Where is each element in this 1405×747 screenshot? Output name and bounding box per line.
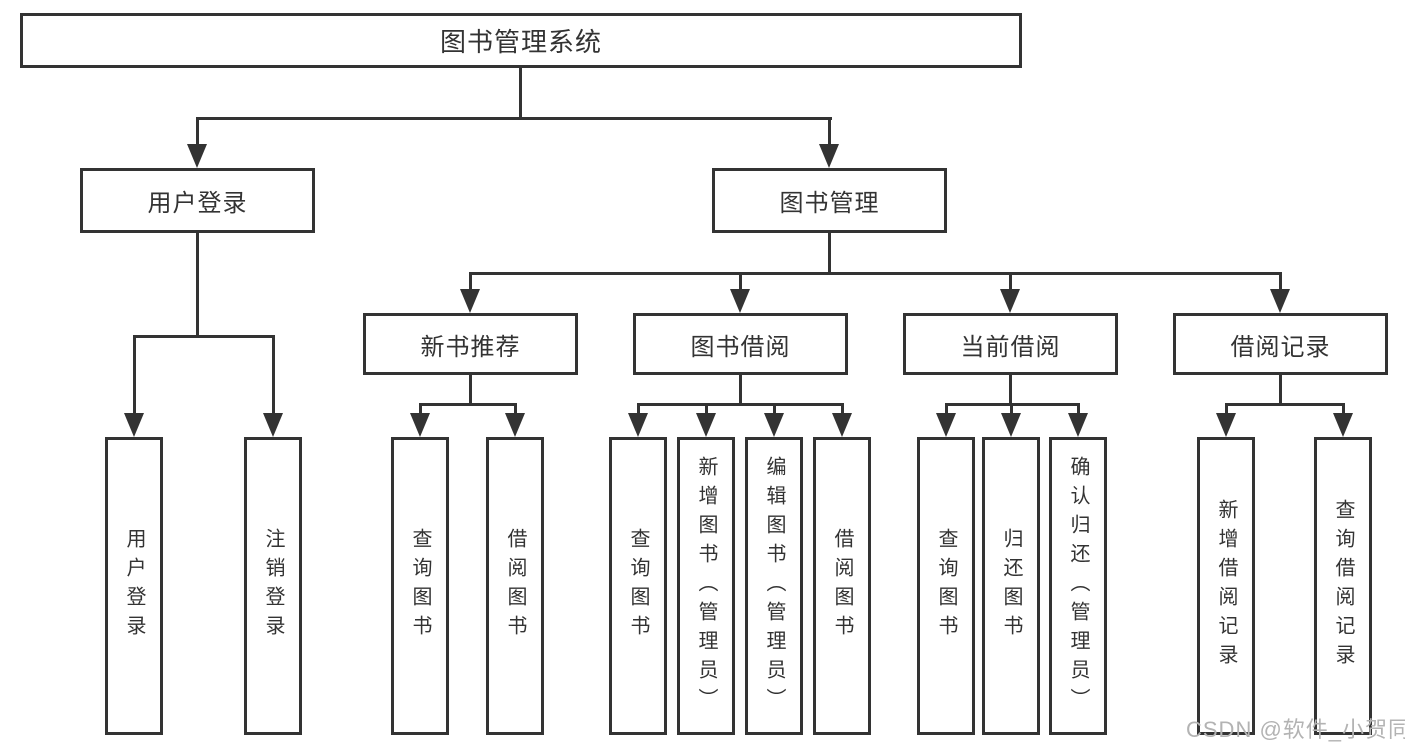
leaf-current-confirm-return-admin-label: 确认归还（管理员） [1067, 455, 1089, 717]
arrowhead-book-management [819, 144, 839, 168]
connector-drop-recommend-query [419, 403, 422, 417]
node-borrowing-records: 借阅记录 [1173, 313, 1388, 375]
connector-drop-book-management [828, 117, 831, 147]
leaf-borrowing-borrow-books-label: 借阅图书 [831, 528, 853, 644]
connector-drop-records [1279, 272, 1282, 294]
arrowhead-leaf-user-login [124, 413, 144, 437]
leaf-borrowing-edit-books-admin: 编辑图书（管理员） [745, 437, 803, 735]
arrowhead-borrowing [730, 289, 750, 313]
connector-drop-borrowing-edit [773, 403, 776, 417]
connector-user-login-stem [196, 233, 199, 338]
node-book-borrowing-label: 图书借阅 [690, 333, 791, 361]
leaf-logout: 注销登录 [244, 437, 302, 735]
leaf-recommend-borrow-books-label: 借阅图书 [504, 528, 526, 644]
leaf-current-query-books-label: 查询图书 [935, 528, 957, 644]
connector-drop-recommend-borrow [514, 403, 517, 417]
connector-drop-borrowing [739, 272, 742, 294]
leaf-borrowing-borrow-books: 借阅图书 [813, 437, 871, 735]
node-new-book-recommendation-label: 新书推荐 [420, 333, 521, 361]
connector-root-hbar [196, 117, 832, 120]
connector-drop-borrowing-borrow [841, 403, 844, 417]
connector-recommend-hbar [419, 403, 517, 406]
connector-root-stem [519, 68, 522, 119]
connector-drop-records-query [1342, 403, 1345, 417]
connector-drop-borrowing-add [705, 403, 708, 417]
connector-drop-user-login [196, 117, 199, 147]
leaf-recommend-borrow-books: 借阅图书 [486, 437, 544, 735]
arrowhead-borrowing-add [696, 413, 716, 437]
connector-recommend-stem [469, 375, 472, 406]
leaf-records-query-record: 查询借阅记录 [1314, 437, 1372, 735]
connector-user-login-hbar [133, 335, 274, 338]
connector-drop-recommend [469, 272, 472, 294]
connector-drop-current-confirm [1077, 403, 1080, 417]
arrowhead-recommend-borrow [505, 413, 525, 437]
leaf-borrowing-add-books-admin-label: 新增图书（管理员） [695, 455, 717, 717]
connector-borrowing-hbar [637, 403, 844, 406]
connector-book-management-stem [828, 233, 831, 275]
node-book-borrowing: 图书借阅 [633, 313, 848, 375]
connector-records-stem [1279, 375, 1282, 406]
node-user-login: 用户登录 [80, 168, 315, 233]
leaf-recommend-query-books: 查询图书 [391, 437, 449, 735]
arrowhead-current-confirm [1068, 413, 1088, 437]
arrowhead-recommend-query [410, 413, 430, 437]
leaf-borrowing-edit-books-admin-label: 编辑图书（管理员） [763, 455, 785, 717]
arrowhead-current [1000, 289, 1020, 313]
node-root-label: 图书管理系统 [439, 27, 602, 57]
arrowhead-user-login [187, 144, 207, 168]
arrowhead-recommend [460, 289, 480, 313]
node-current-borrowing-label: 当前借阅 [960, 333, 1061, 361]
leaf-records-add-record-label: 新增借阅记录 [1215, 499, 1237, 673]
arrowhead-current-return [1001, 413, 1021, 437]
connector-records-hbar [1225, 403, 1345, 406]
leaf-user-login-label: 用户登录 [123, 528, 145, 644]
leaf-borrowing-add-books-admin: 新增图书（管理员） [677, 437, 735, 735]
connector-drop-current-return [1010, 403, 1013, 417]
connector-current-stem [1009, 375, 1012, 406]
leaf-current-return-books: 归还图书 [982, 437, 1040, 735]
connector-drop-borrowing-query [637, 403, 640, 417]
node-root: 图书管理系统 [20, 13, 1022, 68]
leaf-user-login: 用户登录 [105, 437, 163, 735]
connector-book-management-hbar [469, 272, 1282, 275]
connector-drop-current [1009, 272, 1012, 294]
csdn-watermark: CSDN @软件_小贺同学 [1186, 717, 1405, 742]
connector-drop-leaf-logout [272, 335, 275, 415]
node-new-book-recommendation: 新书推荐 [363, 313, 578, 375]
node-user-login-label: 用户登录 [147, 190, 248, 217]
leaf-logout-label: 注销登录 [262, 528, 284, 644]
node-book-management: 图书管理 [712, 168, 947, 233]
leaf-borrowing-query-books-label: 查询图书 [627, 528, 649, 644]
leaf-records-query-record-label: 查询借阅记录 [1332, 499, 1354, 673]
leaf-recommend-query-books-label: 查询图书 [409, 528, 431, 644]
connector-drop-records-add [1225, 403, 1228, 417]
arrowhead-records-query [1333, 413, 1353, 437]
arrowhead-records [1270, 289, 1290, 313]
node-borrowing-records-label: 借阅记录 [1230, 333, 1331, 361]
leaf-current-query-books: 查询图书 [917, 437, 975, 735]
connector-drop-leaf-user-login [133, 335, 136, 415]
node-current-borrowing: 当前借阅 [903, 313, 1118, 375]
leaf-current-return-books-label: 归还图书 [1000, 528, 1022, 644]
arrowhead-leaf-logout [263, 413, 283, 437]
arrowhead-records-add [1216, 413, 1236, 437]
leaf-records-add-record: 新增借阅记录 [1197, 437, 1255, 735]
arrowhead-borrowing-query [628, 413, 648, 437]
connector-borrowing-stem [739, 375, 742, 406]
leaf-current-confirm-return-admin: 确认归还（管理员） [1049, 437, 1107, 735]
arrowhead-current-query [936, 413, 956, 437]
node-book-management-label: 图书管理 [779, 190, 880, 217]
arrowhead-borrowing-edit [764, 413, 784, 437]
leaf-borrowing-query-books: 查询图书 [609, 437, 667, 735]
arrowhead-borrowing-borrow [832, 413, 852, 437]
connector-drop-current-query [945, 403, 948, 417]
